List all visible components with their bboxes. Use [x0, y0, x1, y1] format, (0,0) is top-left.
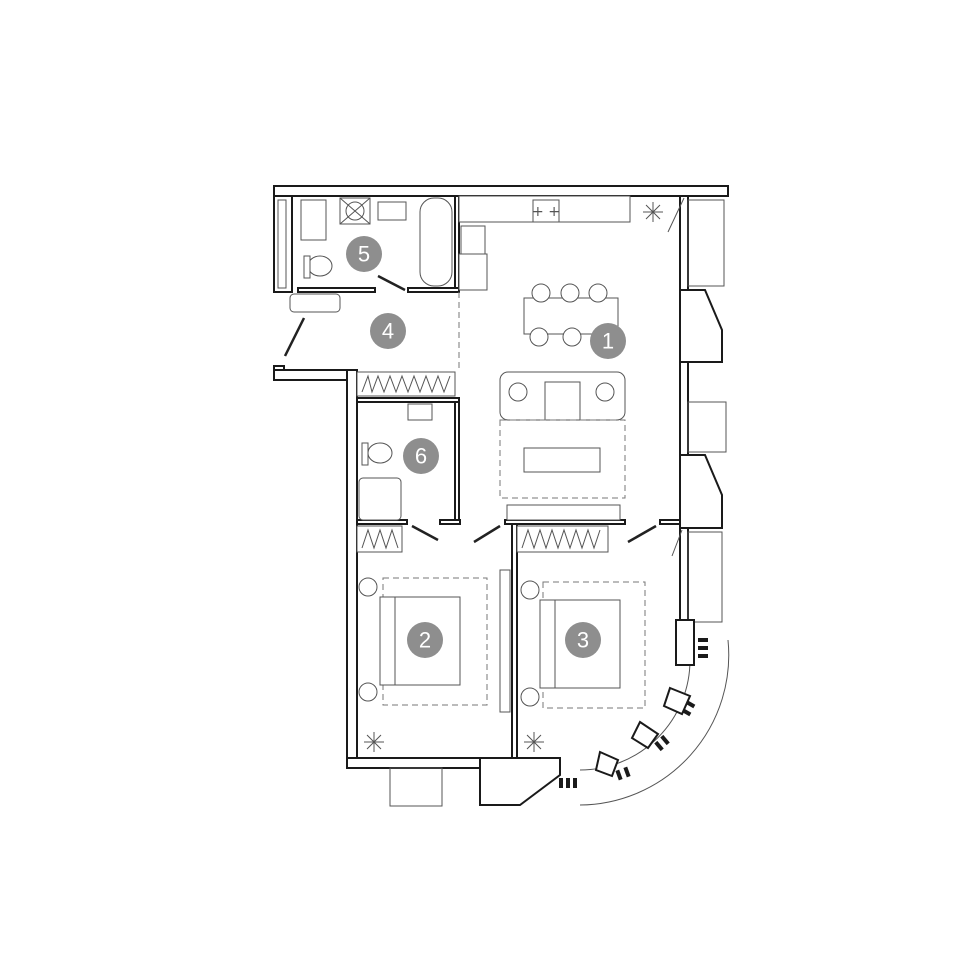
svg-text:4: 4 [382, 319, 394, 344]
room-badge-2: 2 [407, 622, 443, 658]
svg-text:+ +: + + [532, 204, 560, 220]
svg-text:1: 1 [602, 329, 614, 354]
furniture: + + [289, 195, 646, 713]
svg-text:2: 2 [419, 628, 431, 653]
room-badge-6: 6 [403, 438, 439, 474]
svg-text:5: 5 [358, 242, 370, 267]
room-badge-1: 1 [590, 323, 626, 359]
walls [273, 185, 730, 807]
room-badge-4: 4 [370, 313, 406, 349]
room-badge-3: 3 [565, 622, 601, 658]
svg-text:3: 3 [577, 628, 589, 653]
room-badge-5: 5 [346, 236, 382, 272]
svg-text:6: 6 [415, 444, 427, 469]
plant-icon [364, 202, 663, 752]
doors [283, 197, 685, 557]
